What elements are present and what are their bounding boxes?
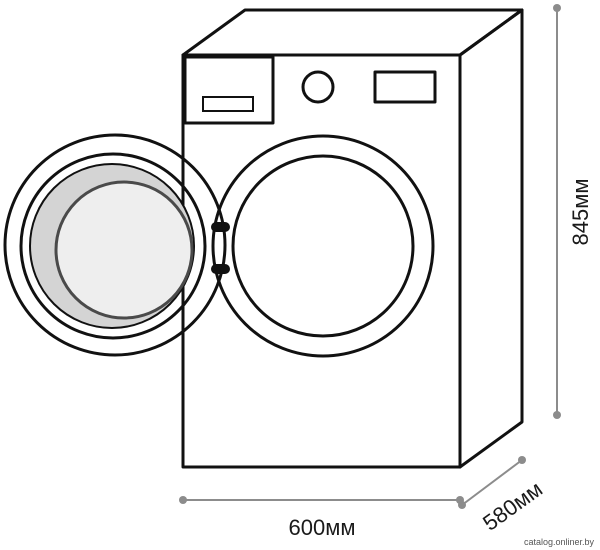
open-door: [3, 133, 227, 357]
door-hinges: [211, 222, 230, 274]
height-dimension: 845мм: [553, 4, 593, 419]
height-dimension-bottom-dot: [553, 411, 561, 419]
porthole-inner-ring: [231, 154, 415, 338]
height-dimension-top-dot: [553, 4, 561, 12]
depth-dimension: 580мм: [458, 456, 547, 536]
hinge-top: [211, 222, 230, 232]
hinge-bottom: [211, 264, 230, 274]
detergent-drawer: [183, 55, 275, 125]
width-dimension: 600мм: [179, 496, 464, 540]
door-frame-ring: [19, 152, 207, 340]
width-dimension-start-dot: [179, 496, 187, 504]
porthole-outer-ring: [211, 134, 435, 358]
door-glass-inner: [54, 180, 194, 320]
display-panel: [373, 70, 437, 104]
depth-dimension-end-dot: [518, 456, 526, 464]
program-knob: [301, 70, 335, 104]
door-outer-ring: [3, 133, 227, 357]
depth-dimension-line: [461, 459, 523, 506]
watermark: catalog.onliner.by: [524, 537, 595, 547]
control-panel: [183, 55, 437, 125]
drum-opening: [211, 134, 435, 358]
drawer-handle: [202, 96, 254, 112]
cabinet-side: [458, 8, 524, 469]
height-dimension-label: 845мм: [568, 179, 593, 246]
depth-dimension-start-dot: [458, 501, 466, 509]
width-dimension-label: 600мм: [289, 515, 356, 540]
